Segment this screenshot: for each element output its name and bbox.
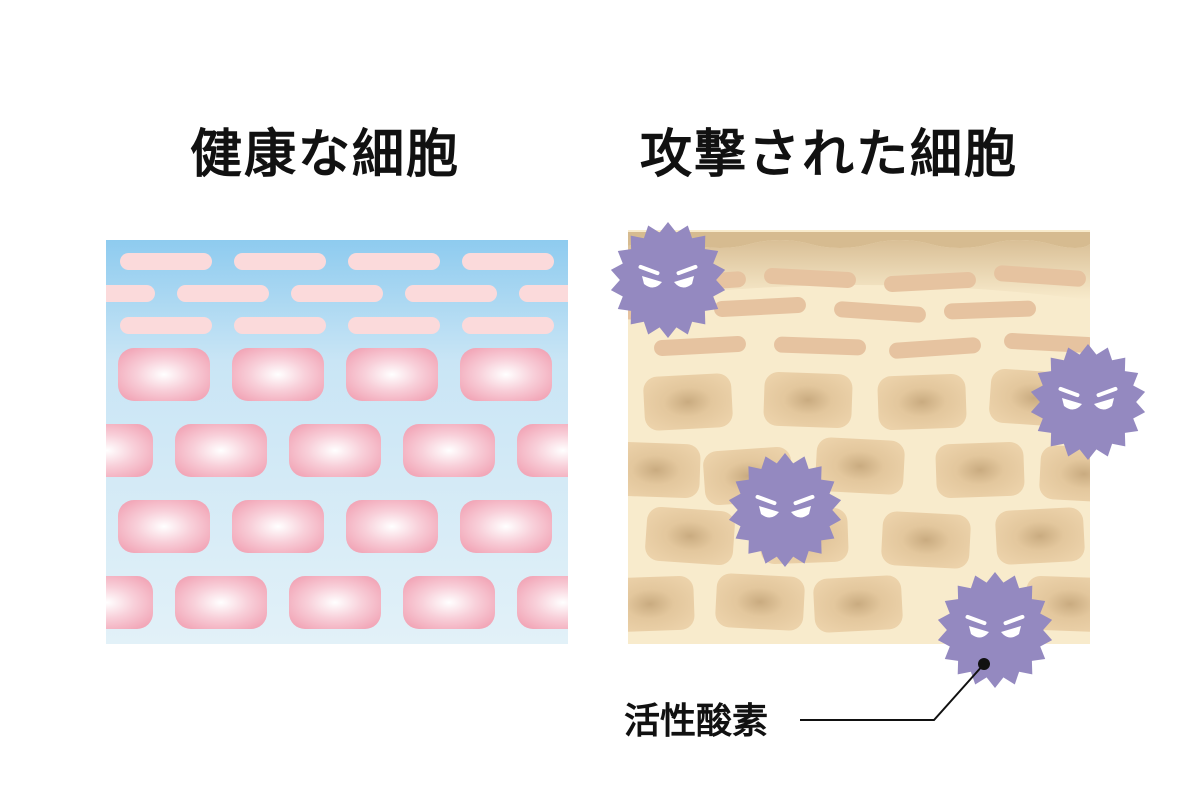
free-radical-body [1030, 344, 1146, 460]
free-radical-label: 活性酸素 [624, 701, 769, 742]
angry-brow-icon [755, 494, 777, 506]
angry-brow-icon [1003, 614, 1025, 626]
angry-eye-icon [791, 506, 811, 518]
damaged-surface-cell [654, 336, 746, 356]
free-radical [728, 453, 842, 567]
damaged-cell [877, 373, 967, 431]
damaged-surface-cell [714, 297, 806, 317]
healthy-surface-cell [0, 285, 41, 302]
damaged-surface-cell [834, 301, 926, 323]
healthy-cell [232, 348, 324, 401]
damaged-cell [1039, 445, 1090, 503]
damaged-cell [715, 573, 805, 631]
damaged-surface-cell [764, 268, 856, 288]
healthy-cell [175, 424, 267, 477]
angry-eye-icon [1062, 398, 1082, 410]
healthy-surface-cell [177, 285, 269, 302]
damaged-cell [628, 575, 695, 633]
damaged-cell [763, 371, 853, 429]
damaged-surface-cell [944, 300, 1036, 320]
healthy-surface-cell [234, 253, 326, 270]
healthy-cell [289, 576, 381, 629]
healthy-cell [346, 500, 438, 553]
angry-eye-icon [1094, 398, 1114, 410]
damaged-cell [643, 373, 733, 431]
healthy-surface-cell [106, 285, 155, 302]
healthy-cell-title: 健康な細胞 [190, 125, 461, 185]
damaged-edge [628, 232, 1090, 248]
healthy-surface-cell [291, 285, 383, 302]
angry-brow-icon [638, 264, 660, 276]
damaged-cell [645, 506, 735, 566]
damaged-cell [995, 507, 1085, 565]
healthy-cell [0, 576, 39, 629]
label-leader-line [800, 663, 985, 721]
damaged-cell [881, 511, 971, 569]
healthy-tissue [0, 240, 568, 644]
healthy-cell [460, 500, 552, 553]
healthy-cell [517, 576, 568, 629]
healthy-cell [118, 500, 210, 553]
angry-eye-icon [674, 276, 694, 288]
free-radical [610, 222, 726, 338]
damaged-surface-cell [889, 337, 981, 359]
free-radical-body [610, 222, 726, 338]
healthy-surface-cell [405, 285, 497, 302]
angry-eye-icon [1001, 626, 1021, 638]
healthy-cell [0, 424, 39, 477]
angry-brow-icon [793, 494, 815, 506]
healthy-cell [460, 348, 552, 401]
free-radical [937, 572, 1053, 688]
healthy-cell [403, 424, 495, 477]
healthy-surface-cell [348, 317, 440, 334]
damaged-cell [813, 575, 903, 633]
angry-eye-icon [642, 276, 662, 288]
healthy-cell [118, 348, 210, 401]
free-radical-body [728, 453, 842, 567]
healthy-cell [106, 576, 153, 629]
healthy-surface-cell [6, 253, 98, 270]
healthy-cell [289, 424, 381, 477]
healthy-cell [232, 500, 324, 553]
angry-brow-icon [1096, 386, 1118, 398]
free-radical [1030, 344, 1146, 460]
attacked-cell-title: 攻撃された細胞 [640, 125, 1019, 185]
healthy-surface-cell [348, 253, 440, 270]
angry-brow-icon [1058, 386, 1080, 398]
healthy-cell [517, 424, 568, 477]
damaged-surface-cell [884, 272, 976, 292]
damaged-cell [815, 437, 905, 495]
healthy-cell [175, 576, 267, 629]
angry-brow-icon [676, 264, 698, 276]
healthy-surface-cell [234, 317, 326, 334]
angry-brow-icon [965, 614, 987, 626]
healthy-surface-cell [120, 253, 212, 270]
angry-eye-icon [969, 626, 989, 638]
free-radical-body [937, 572, 1053, 688]
damaged-surface-cell [1004, 333, 1090, 353]
healthy-cell [4, 348, 96, 401]
damaged-cell [935, 441, 1025, 499]
healthy-cell [106, 424, 153, 477]
healthy-cell [4, 500, 96, 553]
healthy-surface-cell [120, 317, 212, 334]
healthy-cell [403, 576, 495, 629]
healthy-cell [346, 348, 438, 401]
healthy-surface-cell [519, 285, 568, 302]
healthy-surface-cell [6, 317, 98, 334]
leader-dot [978, 658, 990, 670]
damaged-surface-cell [994, 265, 1086, 287]
damaged-cell [628, 441, 701, 499]
damaged-surface-cell [774, 336, 866, 356]
healthy-surface-cell [462, 317, 554, 334]
angry-eye-icon [759, 506, 779, 518]
healthy-surface-cell [462, 253, 554, 270]
